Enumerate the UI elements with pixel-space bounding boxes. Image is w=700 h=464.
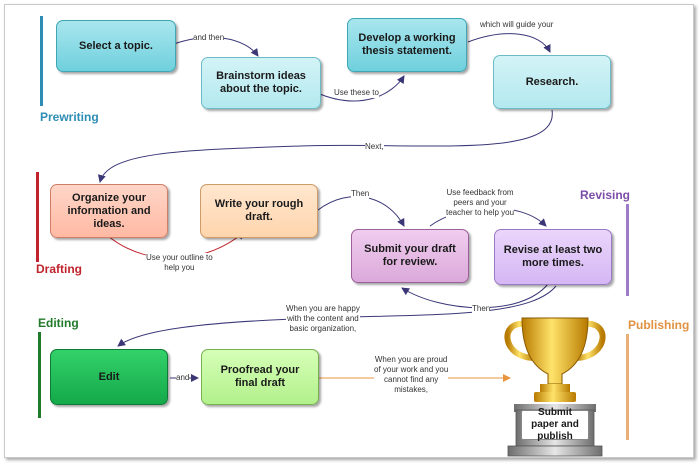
node-organize: Organize your information and ideas. [50,184,168,238]
revising-bar [626,204,629,296]
section-editing: Editing [38,316,79,330]
label-next: Next, [365,142,384,152]
label-happy-line3: basic organization, [289,324,357,333]
drafting-bar [36,172,39,262]
label-and: and [176,373,190,383]
label-happy-line2: with the content and [287,314,359,323]
edge-thesis-research [467,33,551,53]
label-feedback-line2: peers and your [453,198,507,207]
label-and-then: and then [193,33,225,43]
edge-rough-submit [317,196,405,227]
node-submit-review: Submit your draft for review. [351,229,469,283]
label-outline: Use your outline to help you [146,253,213,273]
label-which-guide: which will guide your [480,20,554,30]
edge-research-organize [97,109,553,183]
label-proud-line1: When you are proud [374,355,448,364]
node-thesis: Develop a working thesis statement. [347,18,467,72]
label-happy-line1: When you are happy [286,304,360,313]
label-proud: When you are proud of your work and you … [374,355,449,395]
node-proofread: Proofread your final draft [201,349,319,405]
section-prewriting: Prewriting [40,110,99,124]
edge-brainstorm-thesis [314,75,405,102]
label-then-2: Then [472,304,491,314]
label-outline-line1: Use your outline to [146,253,213,262]
node-rough-draft: Write your rough draft. [200,184,318,238]
label-feedback: Use feedback from peers and your teacher… [446,188,515,218]
label-happy: When you are happy with the content and … [286,304,360,334]
label-proud-line2: of your work and you [374,365,449,374]
label-outline-line2: help you [164,263,195,272]
label-proud-line3: cannot find any [384,375,439,384]
node-brainstorm: Brainstorm ideas about the topic. [201,57,321,109]
publishing-bar [626,334,629,440]
node-research: Research. [493,55,611,109]
node-select-topic: Select a topic. [56,20,176,72]
label-feedback-line3: teacher to help you [446,208,515,217]
node-publish: Submit paper and publish [521,407,589,442]
section-drafting: Drafting [36,262,82,276]
label-feedback-line1: Use feedback from [446,188,514,197]
prewriting-bar [40,16,43,106]
section-publishing: Publishing [628,318,690,332]
node-revise: Revise at least two more times. [494,229,612,285]
label-proud-line4: mistakes, [394,385,429,394]
node-edit: Edit [50,349,168,405]
label-then-1: Then [351,189,370,199]
label-use-these-to: Use these to [334,88,379,98]
editing-bar [38,332,41,418]
section-revising: Revising [580,188,631,202]
